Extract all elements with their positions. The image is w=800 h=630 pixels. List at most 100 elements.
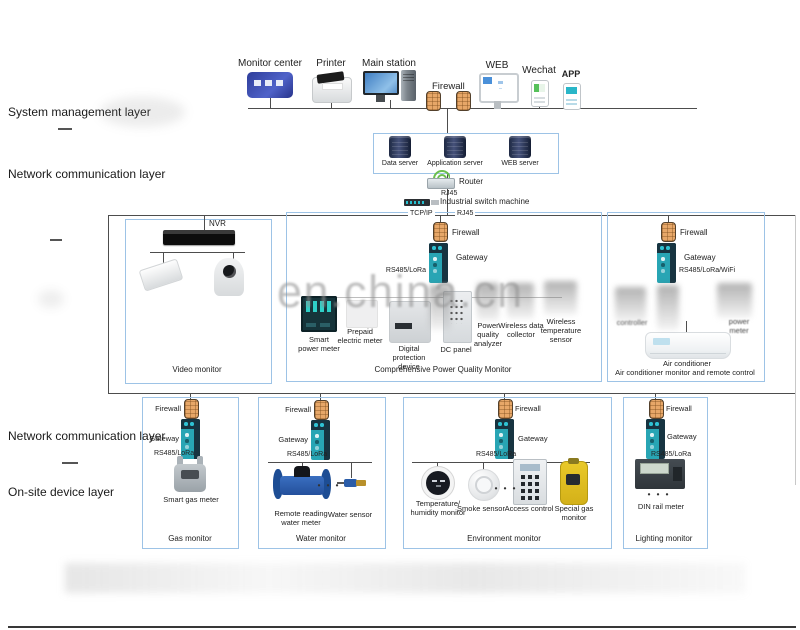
layer-label-on-site-device: On-site device layer: [8, 485, 115, 499]
app-label: APP: [561, 69, 581, 79]
water-sensor-body: [344, 479, 357, 487]
power-box-bus-label: RS485/LoRa: [385, 267, 426, 274]
dome-camera-icon: [214, 258, 244, 296]
blur-smudge: [615, 287, 646, 322]
controller-label: controller: [616, 318, 648, 327]
water-meter-icon: [273, 466, 331, 500]
application-server-label: Application server: [427, 160, 483, 167]
power-quality-analyzer-label: Power quality analyzer: [473, 321, 503, 348]
ac-box-gateway-label: Gateway: [684, 253, 716, 262]
firewall-icon: [314, 400, 329, 420]
special-gas-monitor-icon: [560, 458, 588, 505]
air-conditioner-label: Air conditioner: [663, 359, 711, 368]
water-sensor-icon: [337, 477, 367, 489]
router-icon: [427, 178, 455, 189]
water-sensor-label: Water sensor: [327, 510, 373, 519]
connector-line: [539, 106, 540, 108]
gas-meter-display: [181, 470, 199, 479]
blur-smudge: [507, 283, 534, 319]
rj45-bus-label: RJ45: [455, 210, 476, 219]
tcpip-bus-line: [108, 215, 796, 216]
connector-line: [447, 172, 448, 215]
photo-edge-line: [795, 215, 796, 485]
connector-line: [437, 462, 438, 467]
smart-power-meter-icon: [301, 296, 337, 332]
water-sensor-tip: [356, 480, 366, 486]
env-box-firewall-label: Firewall: [515, 404, 541, 413]
server-group-box: [373, 133, 559, 174]
connector-line: [204, 215, 205, 231]
gateway-icon: [495, 419, 514, 459]
web-label: WEB: [485, 60, 509, 71]
firewall-icon: [498, 399, 513, 419]
dash-mark: [58, 128, 72, 130]
web-monitor-icon: [479, 73, 519, 109]
photo-bottom-edge: [8, 626, 796, 628]
din-rail-meter-label: DIN rail meter: [637, 502, 685, 511]
gateway-icon: [311, 420, 330, 460]
nvr-label: NVR: [209, 219, 226, 228]
main-station-monitor-icon: [363, 71, 399, 102]
env-box-bus-label: RS485/LoRa: [476, 451, 517, 458]
connector-line: [686, 321, 687, 332]
layer-label-system-management: System management layer: [8, 105, 151, 119]
power-box-gateway-label: Gateway: [456, 253, 488, 262]
air-conditioner-icon: [645, 332, 731, 359]
app-phone-icon: [563, 83, 581, 110]
rj45-router-label: RJ45: [441, 190, 458, 197]
temperature-humidity-monitor-label: Temperature/ humidity monitor: [410, 499, 466, 517]
dc-panel-label: DC panel: [440, 345, 472, 354]
video-monitor-box: [125, 219, 272, 384]
nvr-icon: [163, 230, 235, 245]
dash-mark: [50, 239, 62, 241]
firewall-icon: [456, 91, 471, 111]
device-bus-line: [108, 393, 795, 394]
connector-line: [483, 462, 484, 470]
tcpip-label: TCP/IP: [408, 210, 435, 219]
air-conditioner-box-title: Air conditioner monitor and remote contr…: [615, 368, 755, 377]
connector-line: [248, 108, 697, 109]
connector-line: [390, 100, 391, 108]
temperature-humidity-monitor-icon: [421, 466, 455, 500]
data-server-label: Data server: [381, 160, 419, 167]
layer-label-network-communication-top: Network communication layer: [8, 167, 166, 181]
firewall-icon: [661, 222, 676, 242]
din-rail-meter-icon: [635, 459, 685, 489]
ac-box-firewall-label: Firewall: [680, 228, 708, 237]
gas-meter-pipes: [177, 456, 183, 469]
prepaid-electric-meter-label: Prepaid electric meter: [337, 327, 383, 345]
wechat-phone-icon: [531, 80, 549, 107]
web-server-icon: [509, 136, 531, 158]
firewall-icon: [649, 399, 664, 419]
printer-icon: [312, 77, 352, 103]
gas-box-bus-label: RS485/LoRa: [154, 450, 195, 457]
blur-smudge: [544, 281, 577, 315]
connector-line: [351, 462, 352, 478]
firewall-icon: [184, 399, 199, 419]
wireless-temperature-sensor-label: Wireless temperature sensor: [540, 317, 582, 344]
main-station-tower-icon: [401, 70, 416, 101]
connector-line: [190, 393, 191, 400]
gateway-icon: [429, 243, 448, 283]
lighting-box-firewall-label: Firewall: [666, 404, 692, 413]
water-box-firewall-label: Firewall: [285, 405, 311, 414]
blur-smudge: [429, 285, 451, 330]
router-wifi-waves-icon: [432, 166, 450, 178]
lighting-box-bus-label: RS485/LoRa: [651, 451, 692, 458]
top-firewall-label: Firewall: [432, 81, 465, 92]
monitor-center-icon: [247, 72, 293, 98]
digital-protection-device-icon: [389, 301, 431, 343]
power-quality-box-title: Comprehensive Power Quality Monitor: [374, 365, 512, 374]
blur-smudge-band: [65, 563, 745, 593]
blur-smudge: [38, 290, 64, 308]
firewall-icon: [426, 91, 441, 111]
air-conditioner-box: [607, 212, 765, 382]
blur-smudge: [717, 283, 752, 318]
water-meter-body: [280, 476, 324, 495]
data-server-icon: [389, 136, 411, 158]
wireless-data-collector-label: Wireless data collector: [498, 321, 544, 339]
water-box-bus-label: RS485/LoRa: [287, 451, 328, 458]
power-quality-box: [286, 212, 602, 382]
connector-line: [268, 462, 372, 463]
